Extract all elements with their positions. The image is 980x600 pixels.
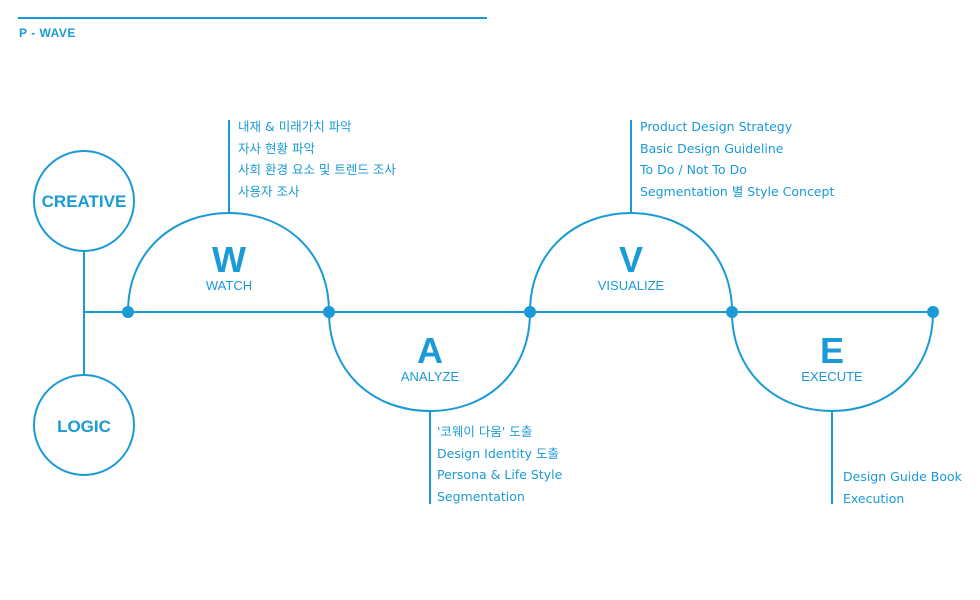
watch-note-item: 사회 환경 요소 및 트렌드 조사	[238, 162, 396, 177]
watch-notes: 내재 & 미래가치 파악 자사 현황 파악 사회 환경 요소 및 트렌드 조사 …	[238, 116, 396, 202]
creative-label: CREATIVE	[42, 192, 127, 211]
watch-note-item: 자사 현황 파악	[238, 140, 315, 156]
top-rule	[18, 17, 487, 19]
visualize-note-item: Product Design Strategy	[640, 119, 793, 134]
analyze-note-item: Design Identity 도출	[437, 445, 560, 461]
brand-title: P - WAVE	[19, 26, 76, 40]
analyze-note-item: Persona & Life Style	[437, 467, 563, 482]
execute-note-item: Execution	[843, 490, 905, 506]
wave-point	[927, 306, 939, 318]
execute-note-item: Design Guide Book	[843, 469, 962, 484]
analyze-letter: A	[417, 330, 443, 371]
wave-point	[323, 306, 335, 318]
watch-label: WATCH	[206, 278, 252, 293]
execute-notes: Design Guide Book Execution	[843, 466, 962, 509]
analyze-note-item: '코웨이 다움' 도출	[437, 424, 533, 439]
execute-label: EXECUTE	[801, 369, 863, 384]
wave-point	[122, 306, 134, 318]
visualize-label: VISUALIZE	[598, 278, 665, 293]
watch-note-item: 내재 & 미래가치 파악	[238, 119, 352, 134]
logic-label: LOGIC	[57, 417, 111, 436]
visualize-letter: V	[619, 239, 643, 280]
watch-note-item: 사용자 조사	[238, 183, 300, 199]
analyze-label: ANALYZE	[401, 369, 460, 384]
visualize-note-item: Segmentation 별 Style Concept	[640, 183, 835, 199]
analyze-notes: '코웨이 다움' 도출 Design Identity 도출 Persona &…	[437, 421, 562, 507]
wave-point	[524, 306, 536, 318]
wave-point	[726, 306, 738, 318]
visualize-notes: Product Design Strategy Basic Design Gui…	[640, 116, 834, 202]
execute-letter: E	[820, 330, 844, 371]
visualize-note-item: To Do / Not To Do	[640, 162, 747, 177]
visualize-note-item: Basic Design Guideline	[640, 140, 784, 156]
watch-letter: W	[212, 239, 246, 280]
analyze-note-item: Segmentation	[437, 488, 525, 504]
